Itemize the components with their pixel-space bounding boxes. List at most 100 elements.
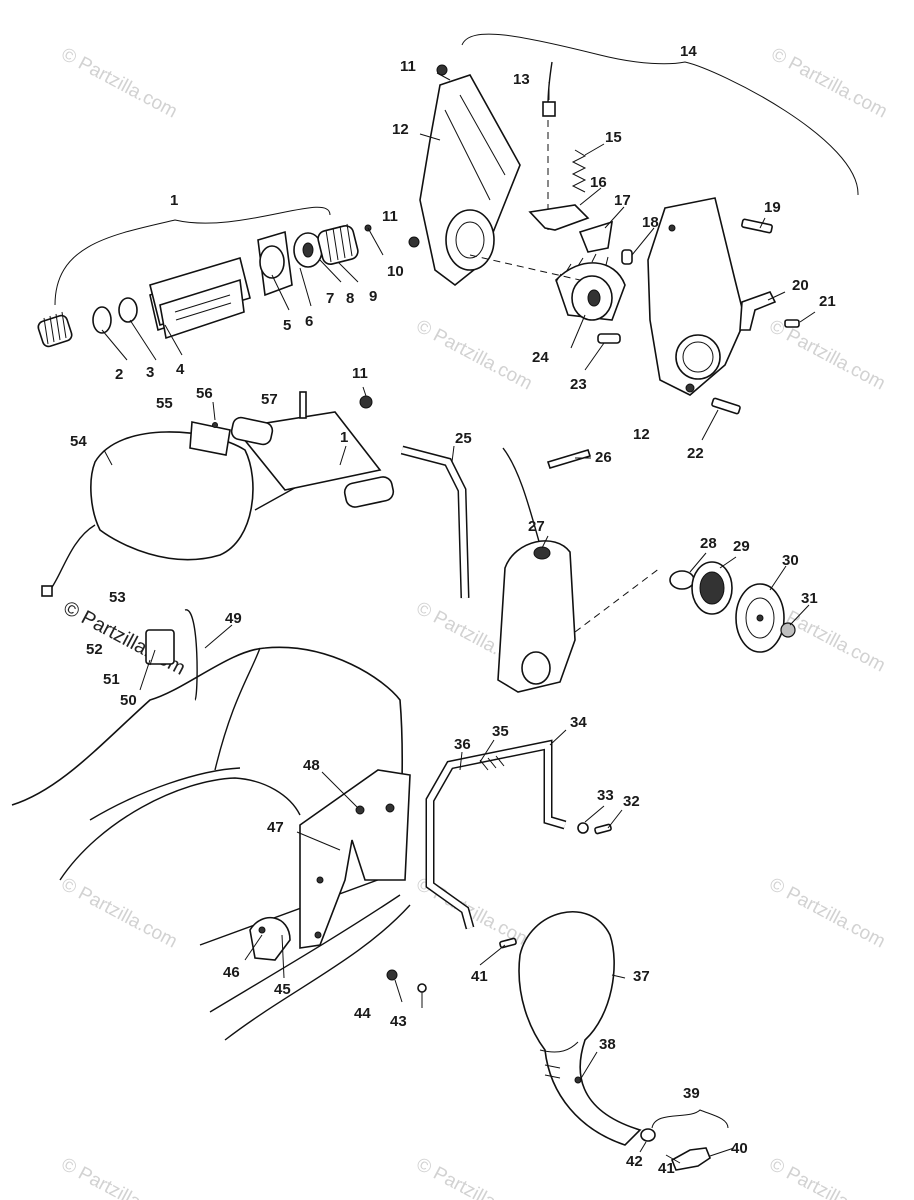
heated-grip-shaft-assembly <box>37 223 372 348</box>
bolt-21-part <box>784 319 800 328</box>
callout-2: 2 <box>115 366 123 383</box>
callout-46: 46 <box>223 964 240 981</box>
callout-14: 14 <box>680 43 697 60</box>
callout-12: 12 <box>392 121 409 138</box>
nut-11-part <box>436 64 448 76</box>
hand-warmer-assembly <box>41 391 395 597</box>
callout-13: 13 <box>513 71 530 88</box>
screw-32-part <box>594 823 612 835</box>
callout-17: 17 <box>614 192 631 209</box>
latch-mechanism <box>528 61 633 265</box>
bracket-47-part <box>299 769 411 949</box>
grip-right-part <box>317 225 359 265</box>
cap-31-part <box>780 622 796 638</box>
callout-40: 40 <box>731 1140 748 1157</box>
callout-31: 31 <box>801 590 818 607</box>
callout-54: 54 <box>70 433 87 450</box>
callout-11: 11 <box>400 58 416 75</box>
callout-3: 3 <box>146 364 154 381</box>
recoil-components <box>669 561 796 653</box>
callout-6: 6 <box>305 313 313 330</box>
callout-42: 42 <box>626 1153 643 1170</box>
callout-23: 23 <box>570 376 587 393</box>
bracket-group-14 <box>461 33 859 196</box>
callout-44: 44 <box>354 1005 371 1022</box>
bracket-group-1 <box>54 206 331 306</box>
watermark: © Partzilla.com <box>58 874 181 953</box>
bolt-19-part <box>741 218 773 234</box>
callout-4: 4 <box>176 361 185 378</box>
callout-1: 1 <box>170 192 178 209</box>
callout-28: 28 <box>700 535 717 552</box>
recoil-starter-housing <box>497 447 661 693</box>
leader-lines <box>101 72 816 1164</box>
callout-35: 35 <box>492 723 509 740</box>
knob-46-part <box>249 916 291 961</box>
watermark: © Partzilla.com <box>58 1154 181 1200</box>
callout-34: 34 <box>570 714 587 731</box>
cover-plate-part <box>419 74 521 287</box>
callout-11c: 11 <box>352 365 368 382</box>
callout-50: 50 <box>120 692 137 709</box>
callout-55: 55 <box>156 395 173 412</box>
spacer-part <box>118 297 138 323</box>
callout-5: 5 <box>283 317 291 334</box>
watermark: © Partzilla.com <box>58 44 181 123</box>
callout-12b: 12 <box>633 426 650 443</box>
callout-37: 37 <box>633 968 650 985</box>
screw-57-part <box>299 391 307 419</box>
callout-56: 56 <box>196 385 213 402</box>
callout-52: 52 <box>86 641 103 658</box>
callout-26: 26 <box>595 449 612 466</box>
callout-49: 49 <box>225 610 242 627</box>
callout-10: 10 <box>387 263 404 280</box>
callout-11b: 11 <box>382 208 398 225</box>
bolt-26-part <box>546 449 592 469</box>
callout-27: 27 <box>528 518 545 535</box>
backrest-frame <box>425 739 612 949</box>
handle-20-part <box>739 291 777 331</box>
washer-33-part <box>577 822 589 834</box>
grip-left-part <box>37 314 73 348</box>
seat-assembly <box>11 609 427 1041</box>
callout-30: 30 <box>782 552 799 569</box>
control-rod <box>400 445 592 599</box>
mount-53-part <box>145 629 175 665</box>
callout-41b: 41 <box>471 968 488 985</box>
backrest-pad <box>518 911 711 1171</box>
callout-51: 51 <box>103 671 120 688</box>
washer-28-part <box>669 570 695 590</box>
callout-45: 45 <box>274 981 291 998</box>
nut-44-part <box>386 969 398 981</box>
callout-21: 21 <box>819 293 836 310</box>
watermark: © Partzilla.com <box>413 316 536 395</box>
bearing-part <box>259 245 285 279</box>
watermark: © Partzilla.com <box>766 874 889 953</box>
lever-16-part <box>528 204 590 231</box>
callout-22: 22 <box>687 445 704 462</box>
callout-15: 15 <box>605 129 622 146</box>
callout-labels: 1 2 3 4 5 6 7 8 9 10 11 11 11 12 12 13 1… <box>70 43 836 1177</box>
callout-39: 39 <box>683 1085 700 1102</box>
callout-48: 48 <box>303 757 320 774</box>
callout-7: 7 <box>326 290 334 307</box>
callout-57: 57 <box>261 391 278 408</box>
watermark: © Partzilla.com <box>413 1154 536 1200</box>
callout-32: 32 <box>623 793 640 810</box>
bolt-42-part <box>640 1128 656 1142</box>
callout-41: 41 <box>658 1160 675 1177</box>
shaft-housing-part <box>159 278 245 340</box>
washer-43-part <box>417 983 427 993</box>
callout-38: 38 <box>599 1036 616 1053</box>
bracket-group-39 <box>651 1109 729 1129</box>
callout-24: 24 <box>532 349 549 366</box>
stud-23-part <box>597 333 621 344</box>
callout-9: 9 <box>369 288 377 305</box>
callout-53: 53 <box>109 589 126 606</box>
callout-19: 19 <box>764 199 781 216</box>
callout-29: 29 <box>733 538 750 555</box>
callout-33: 33 <box>597 787 614 804</box>
bolt-22-part <box>711 397 741 415</box>
callout-16: 16 <box>590 174 607 191</box>
